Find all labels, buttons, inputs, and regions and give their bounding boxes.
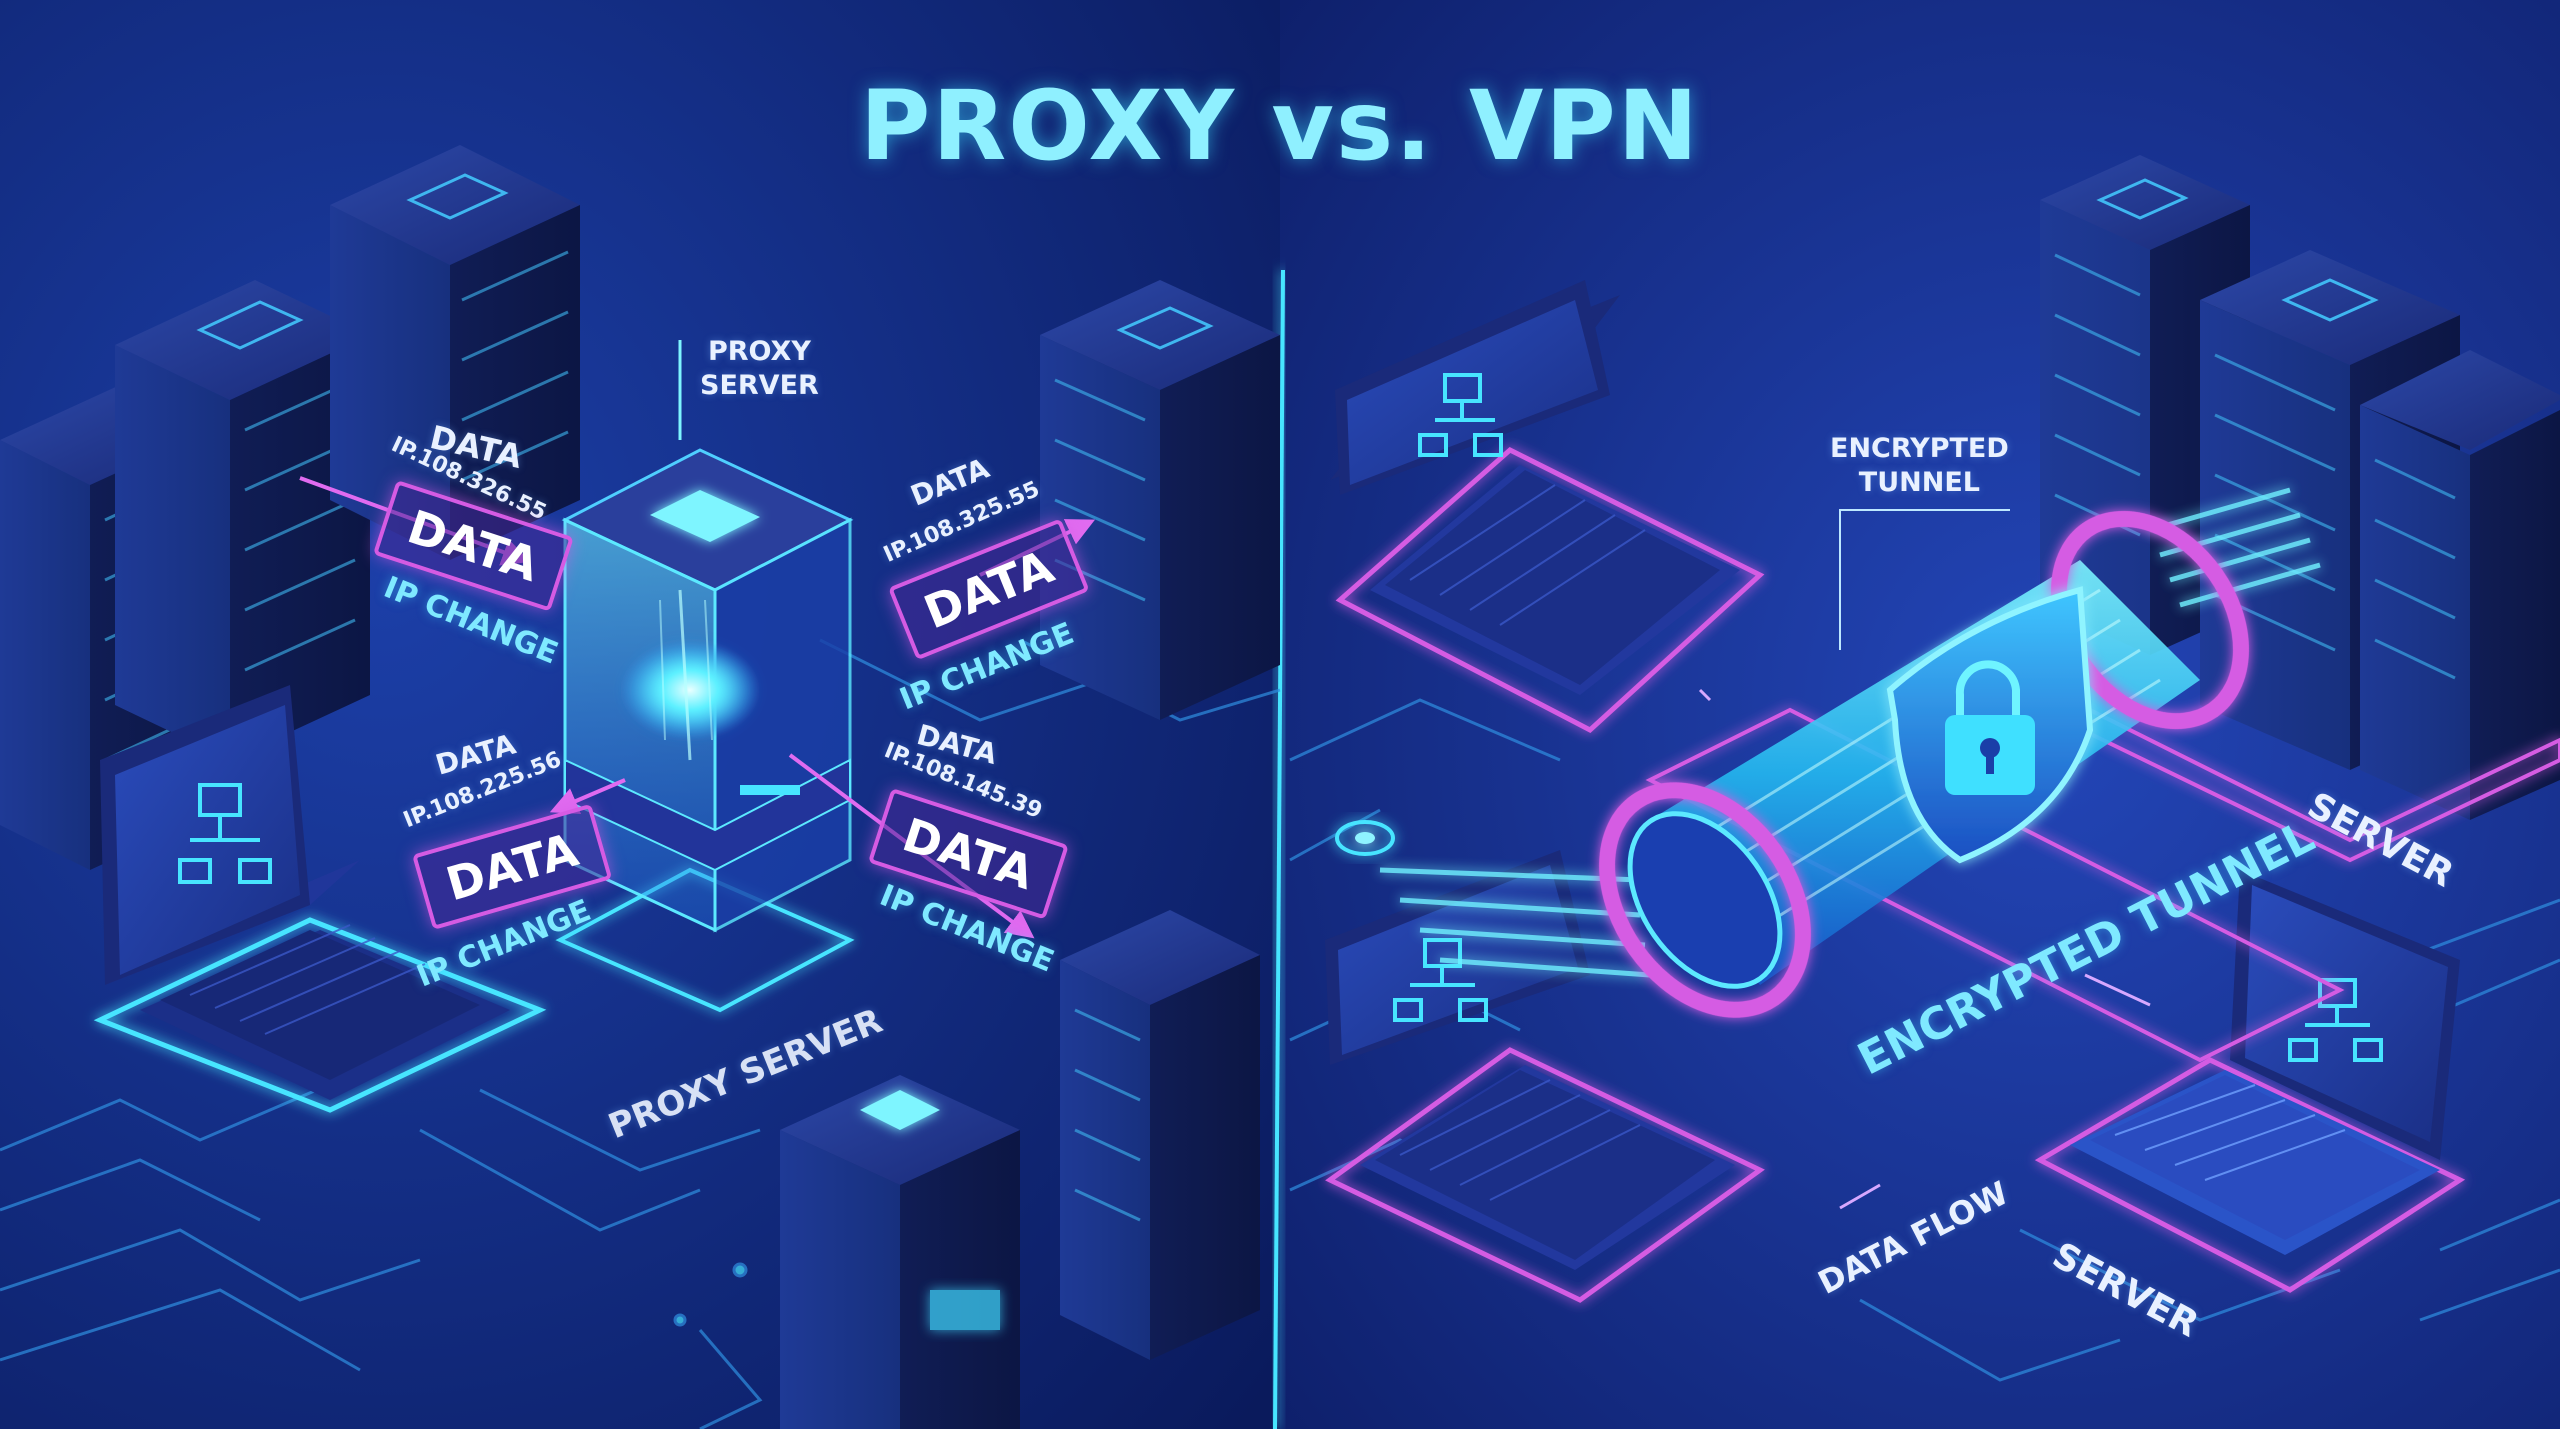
server-rack-left-4 — [1040, 280, 1280, 720]
proxy-callout-line1: PROXY — [707, 336, 811, 367]
vpn-callout: ENCRYPTED TUNNEL — [1830, 432, 2009, 500]
page-title: PROXY vs. VPN — [859, 70, 1701, 182]
server-rack-left-5 — [1060, 910, 1260, 1360]
proxy-laptop — [93, 685, 547, 1113]
panel-divider — [1273, 269, 1285, 1429]
vpn-circuit-traces — [1289, 698, 2560, 1382]
vpn-flow-arrows — [1698, 688, 2151, 1210]
vpn-callout-line1: ENCRYPTED — [1830, 433, 2009, 464]
lock-icon — [1945, 660, 2035, 795]
vpn-callout-line2: TUNNEL — [1858, 467, 1980, 498]
vpn-server-rack-3 — [2360, 350, 2560, 820]
node-dot — [1335, 820, 1395, 856]
vpn-laptop-bottom-right — [2034, 870, 2466, 1293]
proxy-callout-line2: SERVER — [700, 370, 819, 401]
server-rack-left-6 — [780, 1075, 1020, 1429]
vpn-laptop-bottom-left — [1325, 850, 1765, 1303]
tunnel-callout-line — [1839, 509, 2010, 650]
vpn-laptop-top — [1330, 280, 1765, 734]
proxy-server-device — [555, 340, 855, 1013]
server-rack-left-3 — [330, 145, 580, 560]
proxy-callout: PROXY SERVER — [700, 335, 819, 403]
